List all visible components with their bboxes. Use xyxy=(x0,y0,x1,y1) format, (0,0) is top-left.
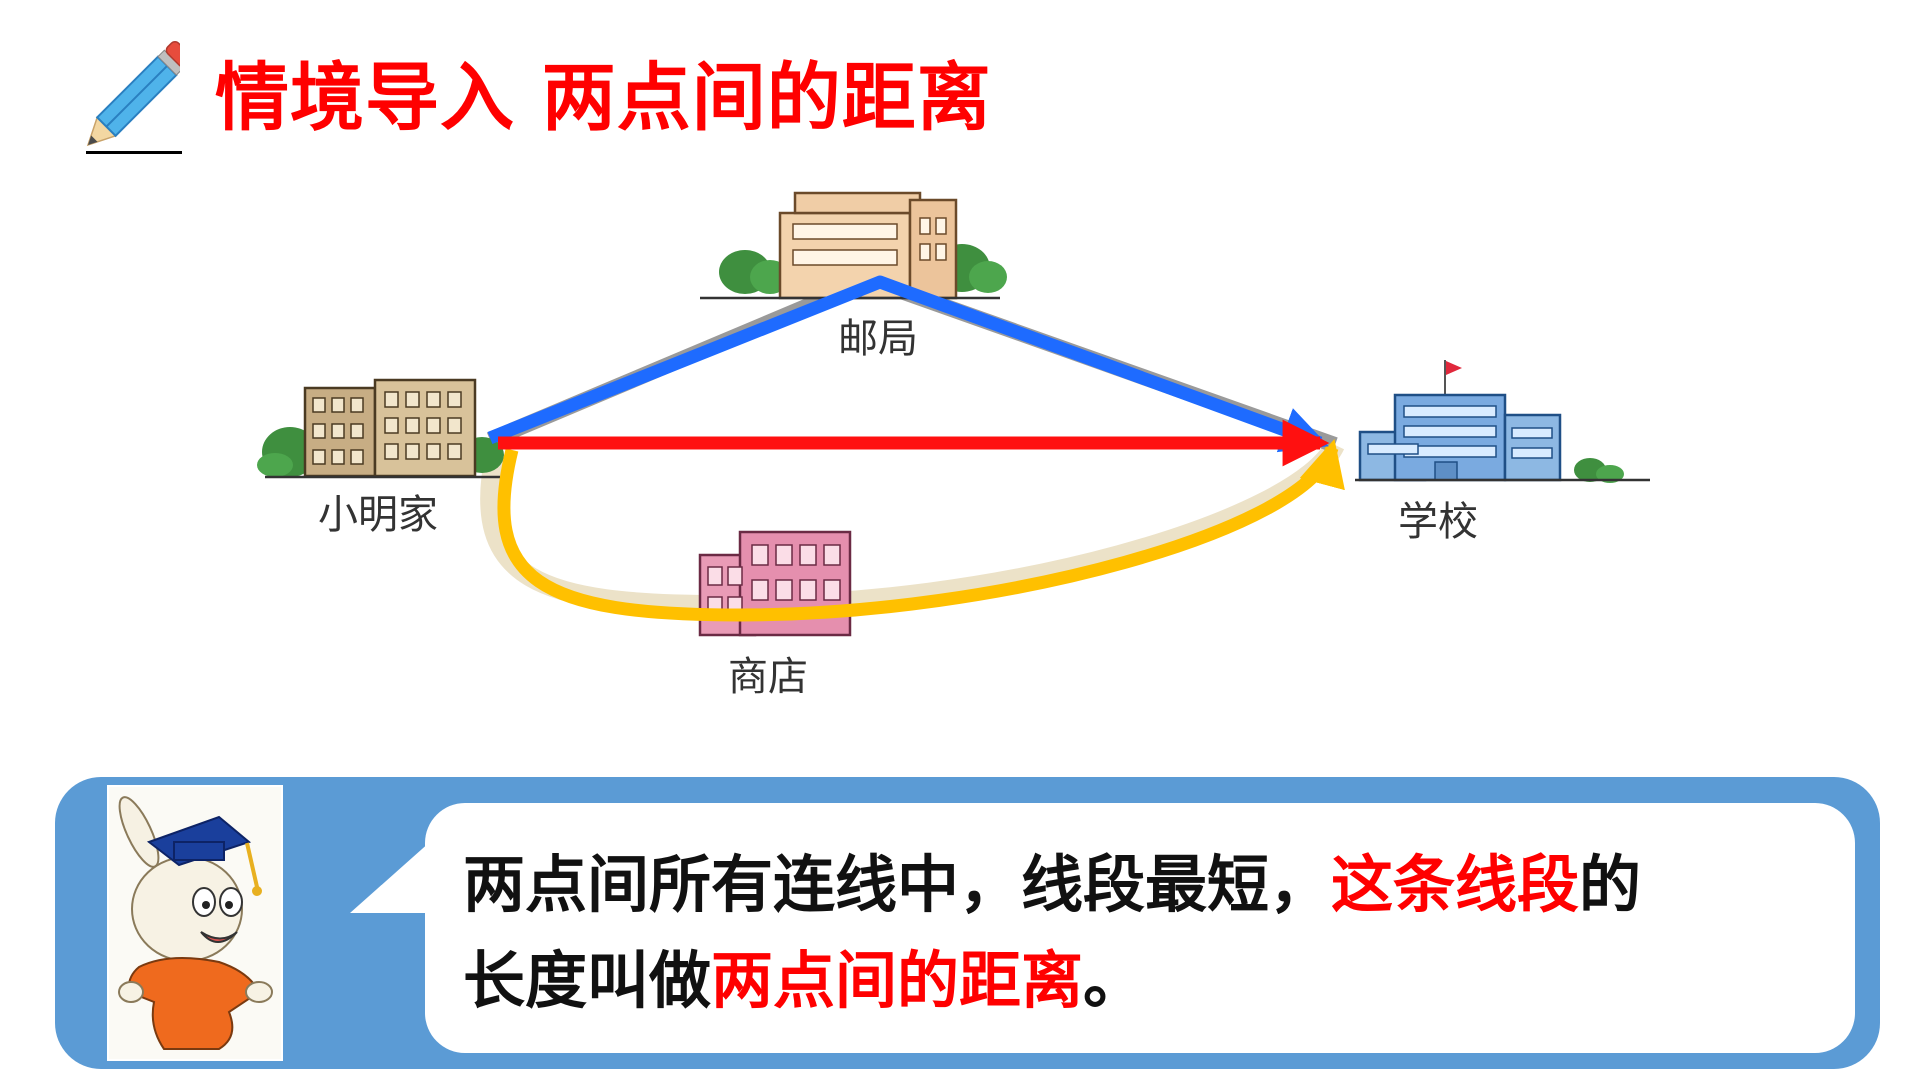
label-school: 学校 xyxy=(1398,499,1478,545)
route-via-shop xyxy=(497,438,1345,622)
rabbit-mascot xyxy=(107,785,283,1061)
route-via-post-office xyxy=(487,275,1329,453)
definition-highlight-segment: 这条线段 xyxy=(1331,848,1580,921)
definition-line1-part1: 两点间所有连线中，线段最短， xyxy=(463,848,1332,921)
pencil-icon xyxy=(86,40,180,147)
home-building xyxy=(257,378,504,479)
label-post-office: 邮局 xyxy=(838,316,918,362)
distance-diagram: 邮局 小明家 学校 商店 xyxy=(257,191,1650,700)
speech-bubble: 两点间所有连线中，线段最短，这条线段的 长度叫做两点间的距离。 xyxy=(350,803,1855,1053)
definition-line2-part2: 。 xyxy=(1083,944,1146,1017)
definition-callout: 两点间所有连线中，线段最短，这条线段的 长度叫做两点间的距离。 xyxy=(55,777,1880,1069)
speech-bubble-tail xyxy=(350,833,440,913)
label-shop: 商店 xyxy=(728,654,808,700)
post-office-building xyxy=(700,191,1007,300)
definition-line1-part2: 的 xyxy=(1579,848,1642,921)
definition-line2-part1: 长度叫做 xyxy=(463,944,712,1017)
title-underline xyxy=(86,151,182,154)
label-home: 小明家 xyxy=(318,492,438,538)
school-building xyxy=(1355,360,1650,483)
title-bar: 情境导入 两点间的距离 xyxy=(70,40,1030,160)
page-title: 情境导入 两点间的距离 xyxy=(215,55,992,141)
definition-highlight-distance: 两点间的距离 xyxy=(711,944,1084,1017)
definition-text: 两点间所有连线中，线段最短，这条线段的 长度叫做两点间的距离。 xyxy=(463,837,1843,1029)
